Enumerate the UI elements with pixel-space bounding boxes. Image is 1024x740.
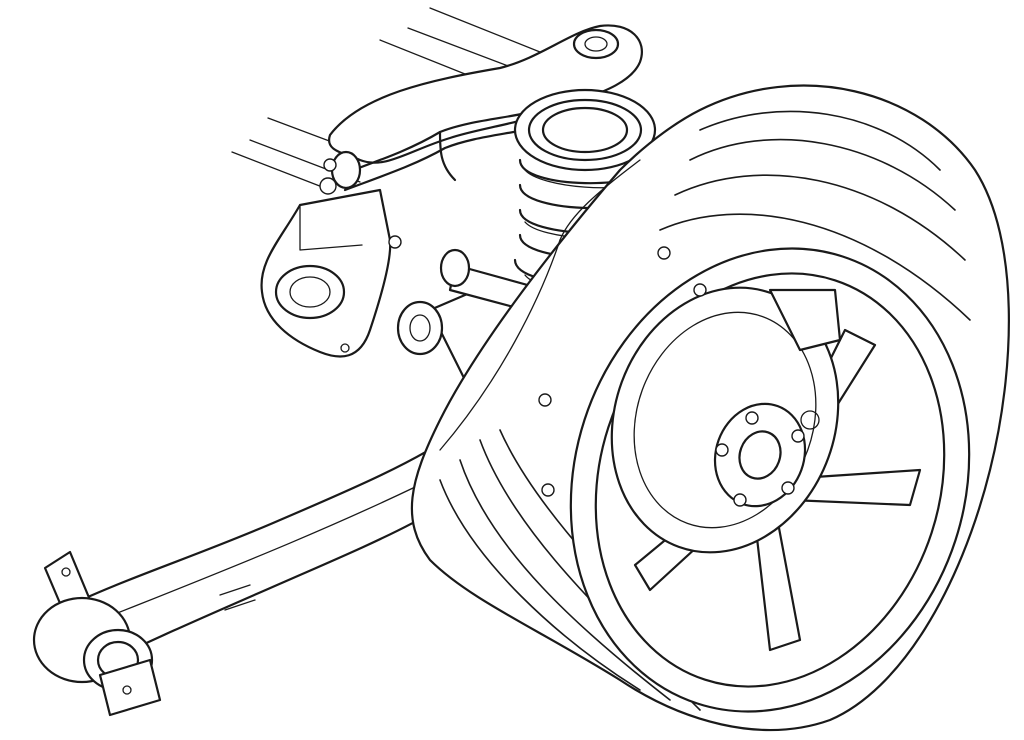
bolt-fasteners [323,158,707,497]
subframe-rails [231,7,561,191]
stabilizer-bar [319,108,544,195]
wheel-hub [713,402,820,508]
trailing-arm-bushing [32,550,162,717]
brake-line [439,159,641,451]
subframe [327,24,643,164]
subframe-bracket [260,188,392,358]
